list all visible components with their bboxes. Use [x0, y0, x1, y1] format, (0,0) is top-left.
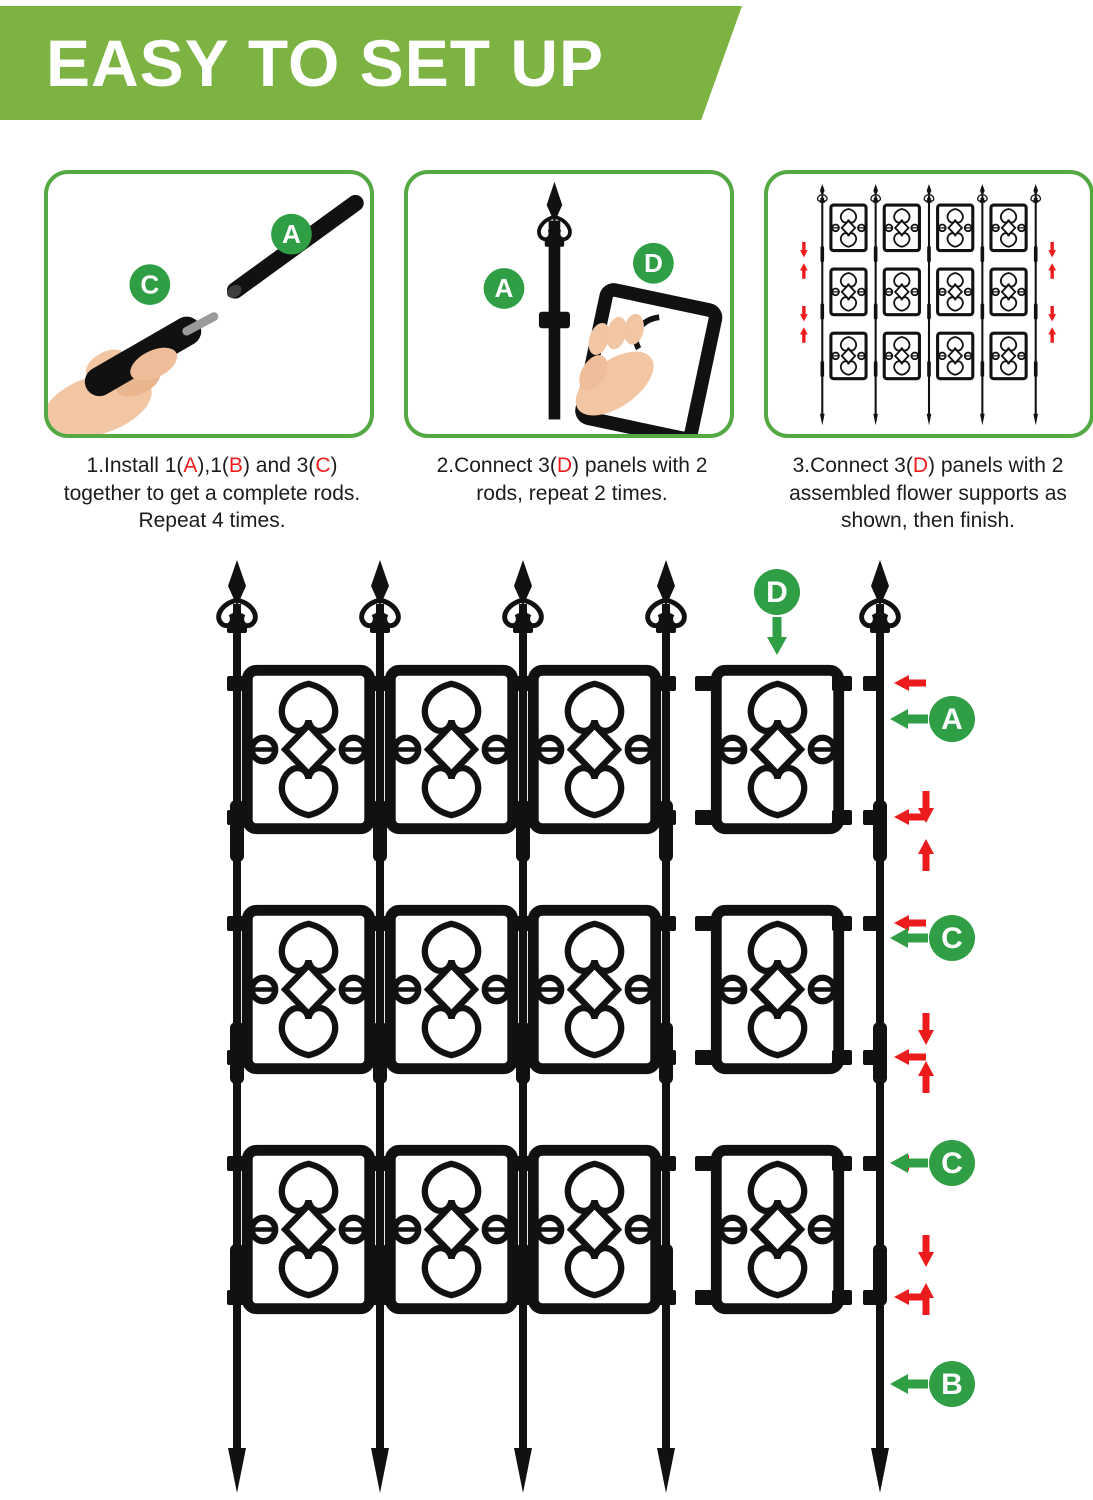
label-d-badge: D	[633, 242, 674, 284]
label-a: A	[495, 273, 514, 303]
label-d: D	[644, 248, 663, 278]
green-down-arrow	[767, 617, 787, 655]
part-ref-d: D	[912, 454, 928, 477]
rod-complete	[862, 560, 899, 1493]
label-d: D	[766, 576, 788, 609]
label-b: B	[941, 1368, 963, 1401]
label-a: A	[941, 703, 963, 736]
label-c: C	[941, 922, 963, 955]
caption-text: ),1(	[197, 454, 229, 477]
attached-panels	[247, 670, 655, 1308]
header-banner: EASY TO SET UP	[0, 6, 742, 120]
trellis-panel	[533, 1150, 655, 1308]
caption-text: 2.Connect 3(	[436, 454, 557, 477]
red-attach-arrows	[894, 675, 926, 1305]
label-a: A	[282, 219, 301, 249]
caption-text: ) panels with 2 assembled flower support…	[789, 454, 1067, 533]
page-title: EASY TO SET UP	[46, 26, 605, 100]
step1-caption: 1.Install 1(A),1(B) and 3(C) together to…	[56, 452, 368, 535]
red-left-arrow	[894, 915, 926, 931]
trellis-panel-d	[716, 670, 838, 828]
trellis-panel-d	[716, 1150, 838, 1308]
red-left-arrow	[894, 1049, 926, 1065]
rods	[219, 560, 899, 1493]
trellis-panel	[247, 670, 369, 828]
label-c: C	[140, 269, 159, 299]
label-c2-badge: C	[890, 1140, 975, 1186]
green-left-arrow	[890, 709, 928, 729]
trellis-panel	[247, 910, 369, 1068]
trellis-panel	[533, 670, 655, 828]
hand	[575, 313, 654, 416]
assembly-diagram: D A C C B	[0, 552, 975, 1500]
step3-caption: 3.Connect 3(D) panels with 2 assembled f…	[772, 452, 1084, 535]
part-ref-b: B	[228, 454, 243, 477]
part-ref-c: C	[315, 454, 331, 477]
step2-image-box: A D	[404, 170, 734, 438]
rod-with-finial	[537, 181, 572, 420]
trellis-panel	[390, 1150, 512, 1308]
label-c: C	[941, 1147, 963, 1180]
red-down-arrow	[918, 1013, 934, 1045]
trellis-panel	[533, 910, 655, 1068]
label-a-badge: A	[890, 696, 975, 742]
label-c-badge: C	[129, 264, 171, 305]
label-d-badge: D	[754, 569, 800, 655]
step2-caption: 2.Connect 3(D) panels with 2 rods, repea…	[416, 452, 728, 507]
step3-image-box	[764, 170, 1093, 438]
red-up-arrow	[918, 839, 934, 871]
part-ref-d: D	[556, 454, 572, 477]
step1-illustration: A C	[48, 194, 364, 434]
step1-image-box: A C	[44, 170, 374, 438]
caption-text: 3.Connect 3(	[792, 454, 913, 477]
trellis-panel	[390, 670, 512, 828]
step3-illustration	[799, 183, 1057, 427]
caption-text: 1.Install 1(	[86, 454, 184, 477]
caption-text: ) panels with 2 rods, repeat 2 times.	[476, 454, 708, 505]
red-left-arrow	[894, 675, 926, 691]
part-ref-a: A	[183, 454, 198, 477]
trellis-panel	[390, 910, 512, 1068]
red-down-arrow	[918, 1235, 934, 1267]
label-b-badge: B	[890, 1361, 975, 1407]
red-join-arrows	[918, 791, 934, 1315]
label-a-badge: A	[483, 268, 525, 309]
label-a-badge: A	[271, 213, 312, 255]
step2-illustration: A D	[483, 181, 723, 434]
caption-text: ) together to get a complete rods. Repea…	[63, 454, 361, 533]
thumb	[130, 347, 178, 381]
label-c1-badge: C	[890, 915, 975, 961]
caption-text: ) and 3(	[242, 454, 316, 477]
trellis-panel-d	[716, 910, 838, 1068]
mini-rods	[816, 183, 1042, 427]
detached-panels	[716, 670, 838, 1308]
trellis-panel	[247, 1150, 369, 1308]
green-left-arrow	[890, 1374, 928, 1394]
red-up-arrow	[918, 1061, 934, 1093]
